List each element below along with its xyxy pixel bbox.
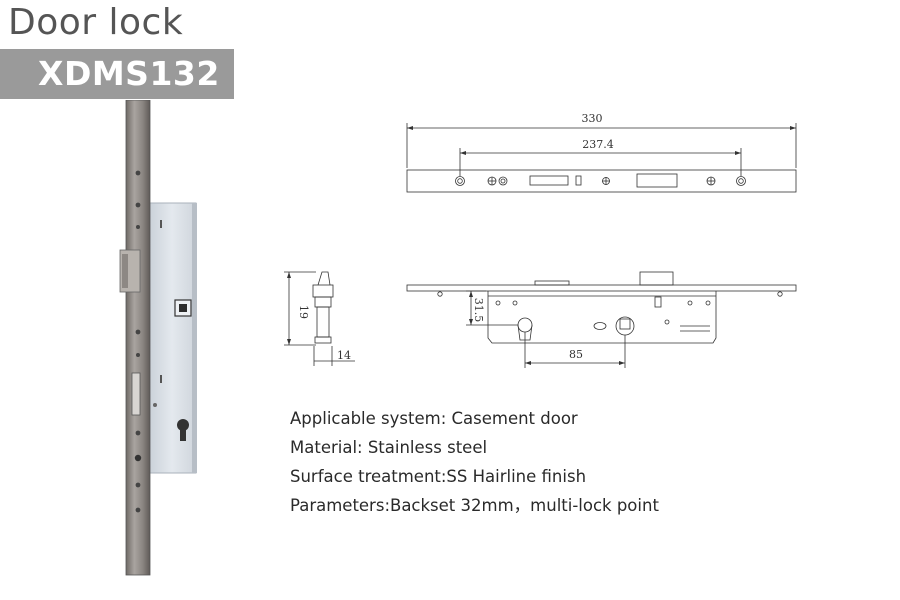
door-lock-image [119,100,197,576]
product-title: Door lock [8,2,184,43]
model-number: XDMS132 [38,54,220,93]
spec-list: Applicable system: Casement door Materia… [290,404,659,520]
spec-applicable-system: Applicable system: Casement door [290,409,578,428]
spec-surface-treatment: Surface treatment:SS Hairline finish [290,467,587,486]
dimension-height: 19 [297,305,310,319]
dimension-hole-spacing: 237.4 [582,138,614,151]
dimension-overall-length: 330 [582,112,603,125]
spec-material: Material: Stainless steel [290,438,488,457]
dimension-width: 14 [337,349,351,362]
spec-parameters: Parameters:Backset 32mm，multi-lock point [290,496,659,515]
dimension-backset-spacing: 85 [569,348,583,361]
model-badge: XDMS132 [0,49,234,99]
dimension-cylinder-offset: 31.5 [472,298,485,323]
